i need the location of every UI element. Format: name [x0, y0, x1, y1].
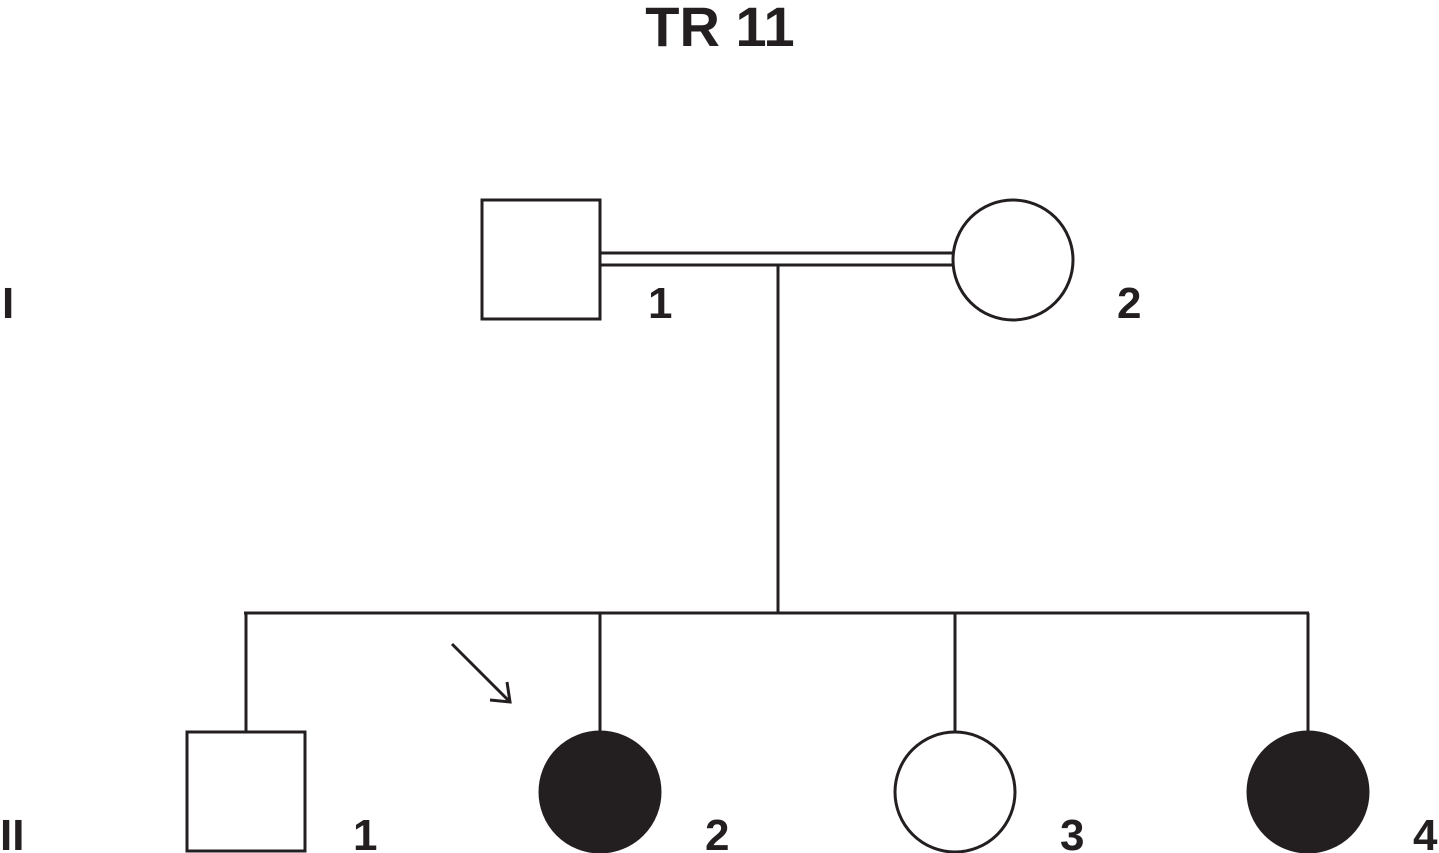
individual-number-II-4: 4	[1413, 811, 1438, 853]
proband-arrow-icon	[450, 642, 512, 704]
individual-number-II-3: 3	[1060, 811, 1084, 853]
individual-II-2-affected-female	[538, 730, 662, 853]
generation-label-II: II	[0, 811, 24, 853]
pedigree-title: TR 11	[645, 0, 794, 58]
individual-II-3-female	[893, 730, 1017, 853]
individual-number-II-1: 1	[353, 811, 377, 853]
individual-I-1-male	[480, 198, 602, 321]
individual-number-I-2: 2	[1117, 279, 1141, 328]
individual-number-II-2: 2	[705, 811, 729, 853]
individual-II-4-affected-female	[1246, 730, 1370, 853]
individual-number-I-1: 1	[648, 279, 672, 328]
generation-label-I: I	[2, 279, 14, 328]
individual-I-2-female	[951, 198, 1075, 322]
individual-II-1-male	[185, 730, 307, 853]
